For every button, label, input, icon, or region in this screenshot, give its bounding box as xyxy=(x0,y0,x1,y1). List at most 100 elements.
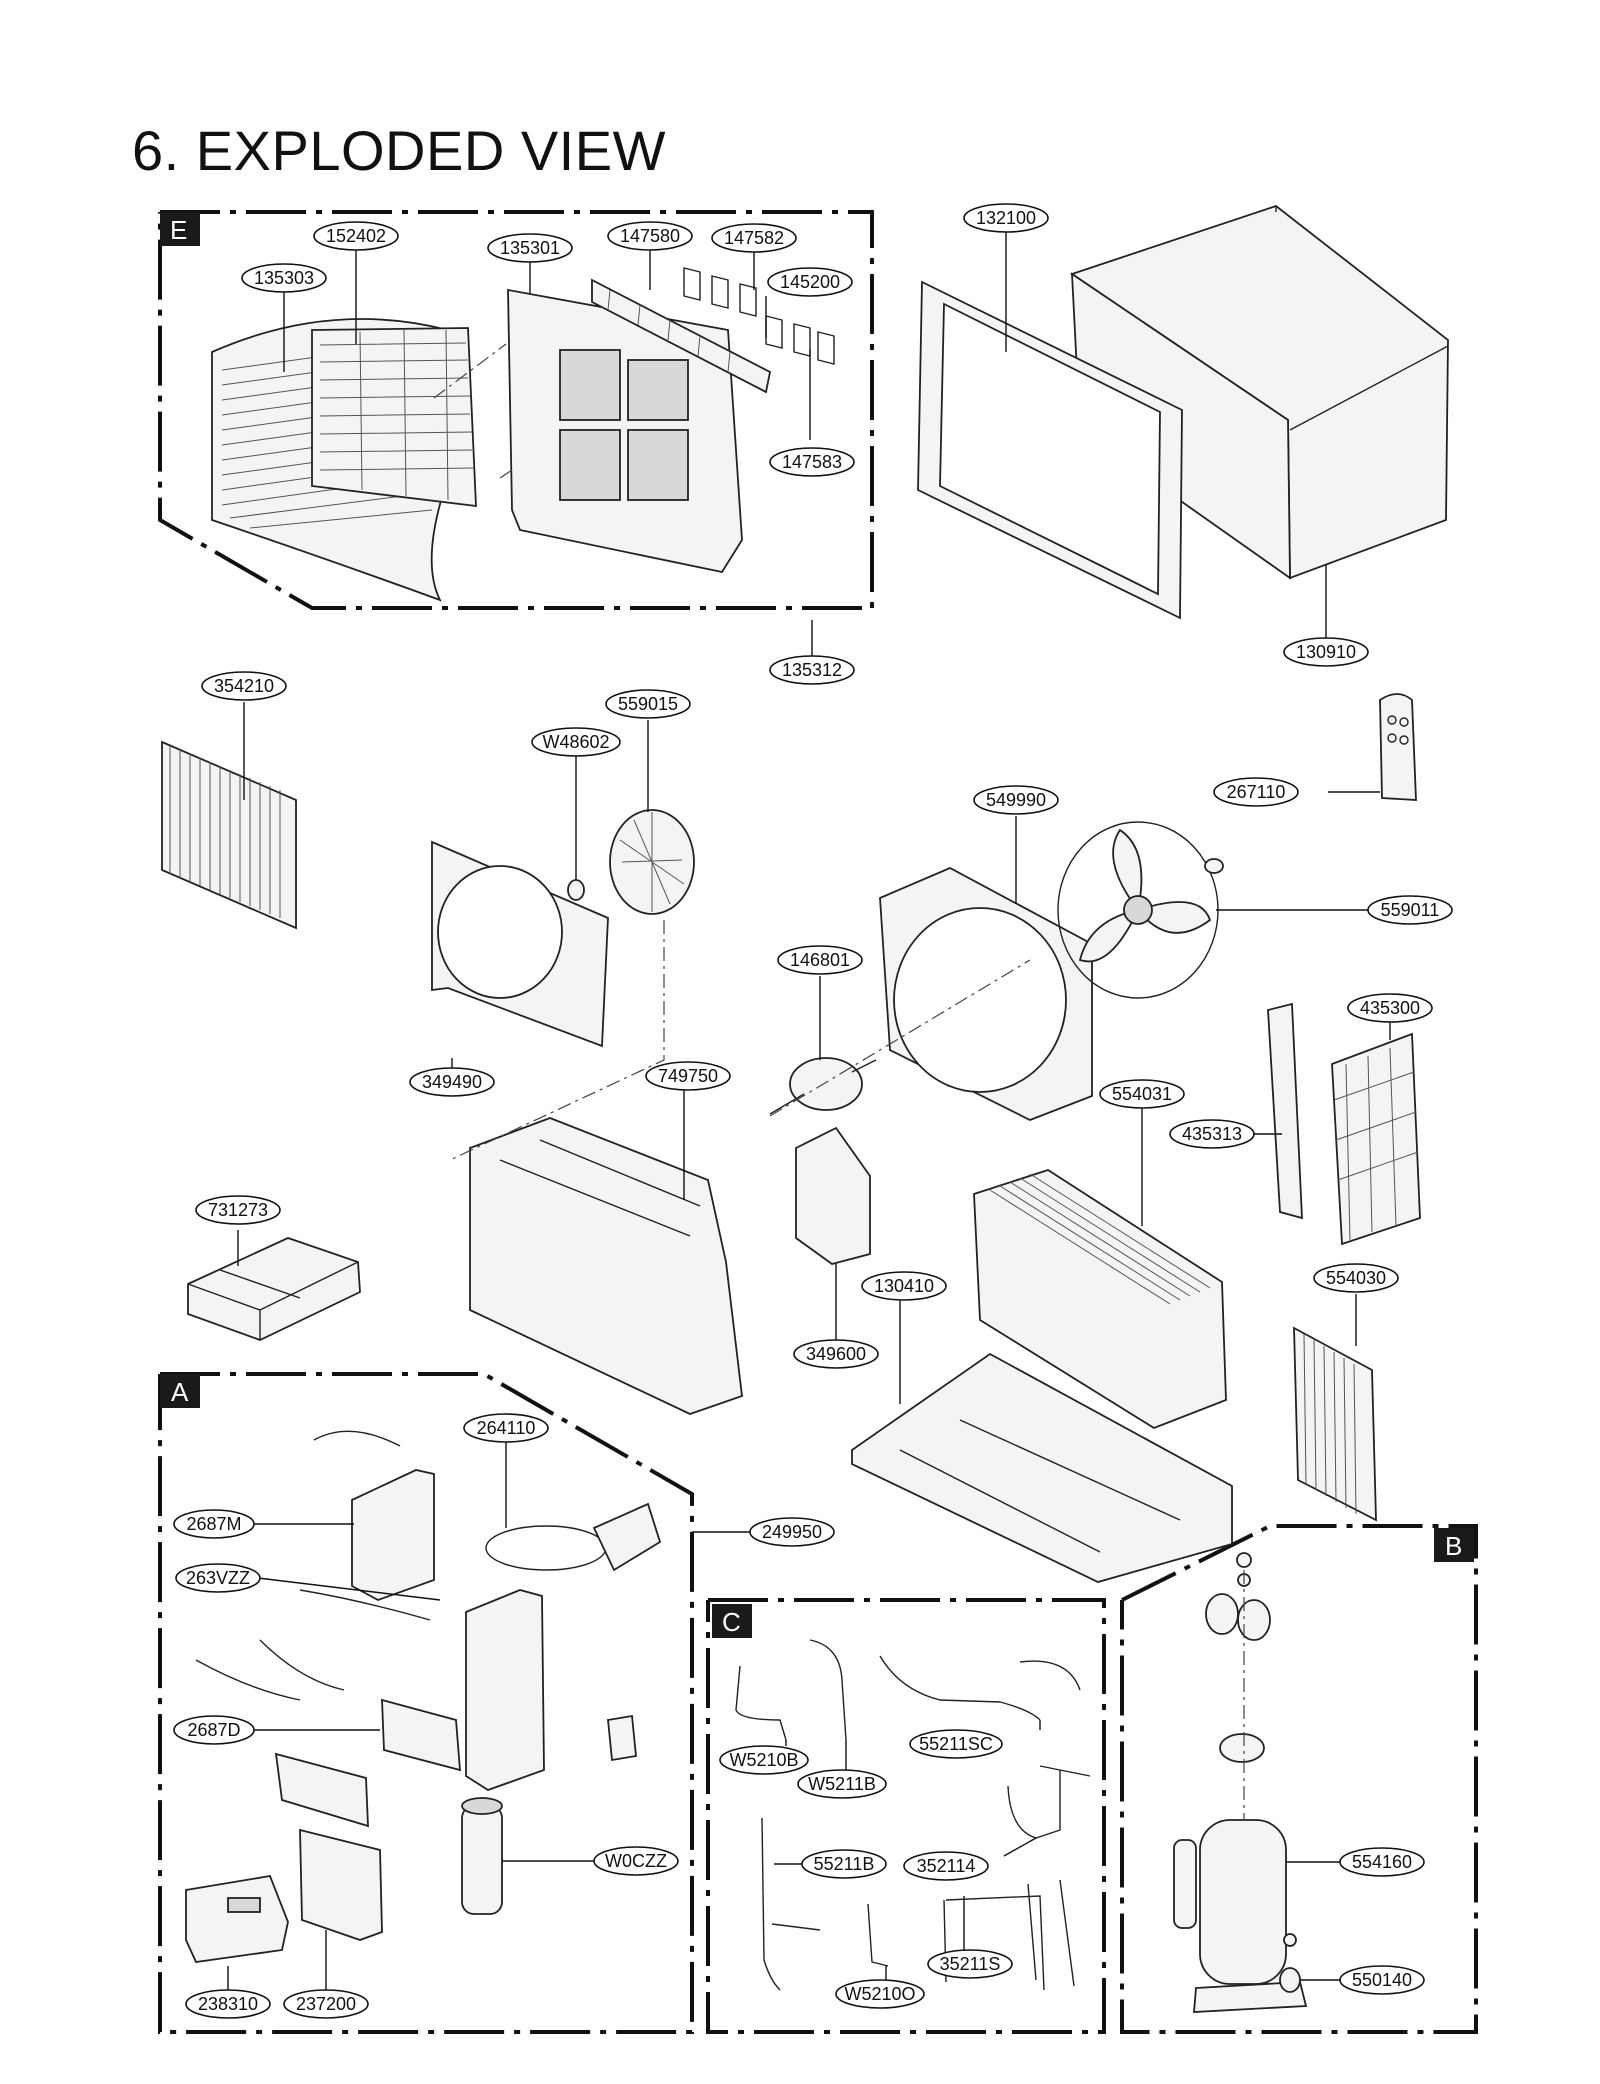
group-tag-a: A xyxy=(160,1374,200,1408)
air-guide-drawing xyxy=(431,840,609,1048)
part-label-349490: 349490 xyxy=(409,1067,495,1097)
svg-text:55211B: 55211B xyxy=(814,1854,875,1874)
control-bracket-drawing xyxy=(795,1126,871,1265)
part-label-2687m: 2687M xyxy=(173,1509,255,1539)
capacitor-drawing xyxy=(461,1797,503,1915)
svg-text:130910: 130910 xyxy=(1296,642,1356,662)
part-label-237200: 237200 xyxy=(283,1989,369,2019)
condenser-fan-drawing xyxy=(1057,821,1219,999)
svg-text:549990: 549990 xyxy=(986,790,1046,810)
svg-text:147580: 147580 xyxy=(620,226,680,246)
part-label-238310: 238310 xyxy=(185,1989,271,2019)
pcb-drawing xyxy=(381,1698,461,1772)
svg-text:W48602: W48602 xyxy=(542,732,609,752)
part-label-550140: 550140 xyxy=(1339,1965,1425,1995)
assembly-axis-3 xyxy=(769,959,1031,1117)
group-frame-e xyxy=(158,210,874,610)
indoor-base-drawing xyxy=(469,1117,743,1415)
accumulator-drawing xyxy=(1173,1839,1197,1929)
group-tag-e: E xyxy=(160,212,200,246)
svg-text:238310: 238310 xyxy=(198,1994,258,2014)
svg-text:55211SC: 55211SC xyxy=(919,1734,993,1754)
mounting-frame-drawing xyxy=(917,280,1183,620)
part-label-w0czz: W0CZZ xyxy=(593,1846,679,1876)
display-panel-drawing xyxy=(185,1874,289,1963)
front-frame-drawing xyxy=(507,288,743,574)
group-tag-b-text: B xyxy=(1445,1531,1462,1561)
pipe-352114-drawing xyxy=(1007,1765,1091,1839)
compressor-drawing xyxy=(1193,1819,1308,2013)
base-pan-drawing xyxy=(851,1352,1233,1583)
part-label-749750: 749750 xyxy=(645,1061,731,1091)
svg-text:354210: 354210 xyxy=(214,676,274,696)
condenser-shroud-drawing xyxy=(879,867,1093,1121)
blower-wheel-drawing xyxy=(609,809,695,915)
svg-text:132100: 132100 xyxy=(976,208,1036,228)
fan-motor-drawing xyxy=(769,1057,877,1115)
pipe-w5211b-drawing xyxy=(809,1639,847,1741)
part-label-55211sc: 55211SC xyxy=(909,1729,1003,1759)
svg-text:135303: 135303 xyxy=(254,268,314,288)
svg-text:554160: 554160 xyxy=(1352,1852,1412,1872)
part-label-135301: 135301 xyxy=(487,233,573,263)
svg-text:2687M: 2687M xyxy=(186,1514,241,1534)
power-cord-drawing xyxy=(485,1502,662,1572)
svg-text:435300: 435300 xyxy=(1360,998,1420,1018)
svg-text:152402: 152402 xyxy=(326,226,386,246)
leader-lines xyxy=(227,232,1391,1990)
group-tag-b: B xyxy=(1434,1528,1474,1562)
part-label-349600: 349600 xyxy=(793,1339,879,1369)
group-frame-a xyxy=(158,1372,694,2034)
isolator-drawing xyxy=(1205,1552,1271,1763)
group-tag-c: C xyxy=(712,1604,752,1638)
part-label-354210: 354210 xyxy=(201,671,287,701)
part-label-135312: 135312 xyxy=(769,655,855,685)
capacitor-clamp-drawing xyxy=(607,1714,637,1762)
part-label-435300: 435300 xyxy=(1347,993,1433,1023)
part-label-w5210o: W5210O xyxy=(835,1979,925,2009)
svg-text:749750: 749750 xyxy=(658,1066,718,1086)
pipe-55211b-drawing xyxy=(761,1817,821,1991)
accessory-box-drawing xyxy=(187,1237,361,1341)
part-label-130410: 130410 xyxy=(861,1271,947,1301)
condenser-coil-drawing xyxy=(973,1169,1227,1430)
panel-bracket-drawing xyxy=(299,1828,383,1941)
louver-drawing xyxy=(591,278,772,394)
part-label-554030: 554030 xyxy=(1313,1263,1399,1293)
part-label-554031: 554031 xyxy=(1099,1079,1185,1109)
svg-text:249950: 249950 xyxy=(762,1522,822,1542)
svg-text:2687D: 2687D xyxy=(187,1720,240,1740)
control-housing-drawing xyxy=(351,1469,435,1601)
part-label-2687d: 2687D xyxy=(173,1715,255,1745)
svg-text:559011: 559011 xyxy=(1381,900,1440,920)
part-label-147580: 147580 xyxy=(607,221,693,251)
part-label-55211b: 55211B xyxy=(801,1849,887,1879)
remote-control-drawing xyxy=(1379,693,1417,801)
group-frame-c xyxy=(706,1598,1106,2034)
group-frame-b xyxy=(1120,1524,1478,2034)
pipe-w5210o-drawing xyxy=(867,1903,889,1967)
part-label-130910: 130910 xyxy=(1283,637,1369,667)
assembly-axis-2 xyxy=(449,920,665,1161)
evaporator-coil-drawing xyxy=(161,740,297,930)
part-label-559015: 559015 xyxy=(605,689,691,719)
svg-text:435313: 435313 xyxy=(1182,1124,1242,1144)
svg-text:349490: 349490 xyxy=(422,1072,482,1092)
part-label-249950: 249950 xyxy=(749,1517,835,1547)
part-label-559011: 559011 xyxy=(1367,895,1453,925)
part-label-w5210b: W5210B xyxy=(719,1745,809,1775)
pipe-35211s-drawing xyxy=(943,1879,1075,1991)
part-label-152402: 152402 xyxy=(313,221,399,251)
part-label-554160: 554160 xyxy=(1339,1847,1425,1877)
part-label-147583: 147583 xyxy=(769,447,855,477)
svg-text:352114: 352114 xyxy=(917,1856,976,1876)
fan-nut-drawing xyxy=(1204,858,1224,874)
side-coil-drawing xyxy=(1293,1326,1377,1522)
svg-text:147582: 147582 xyxy=(724,228,784,248)
svg-text:267110: 267110 xyxy=(1227,782,1286,802)
part-label-146801: 146801 xyxy=(777,945,863,975)
svg-text:147583: 147583 xyxy=(782,452,842,472)
svg-text:349600: 349600 xyxy=(806,1344,866,1364)
svg-text:264110: 264110 xyxy=(477,1418,536,1438)
